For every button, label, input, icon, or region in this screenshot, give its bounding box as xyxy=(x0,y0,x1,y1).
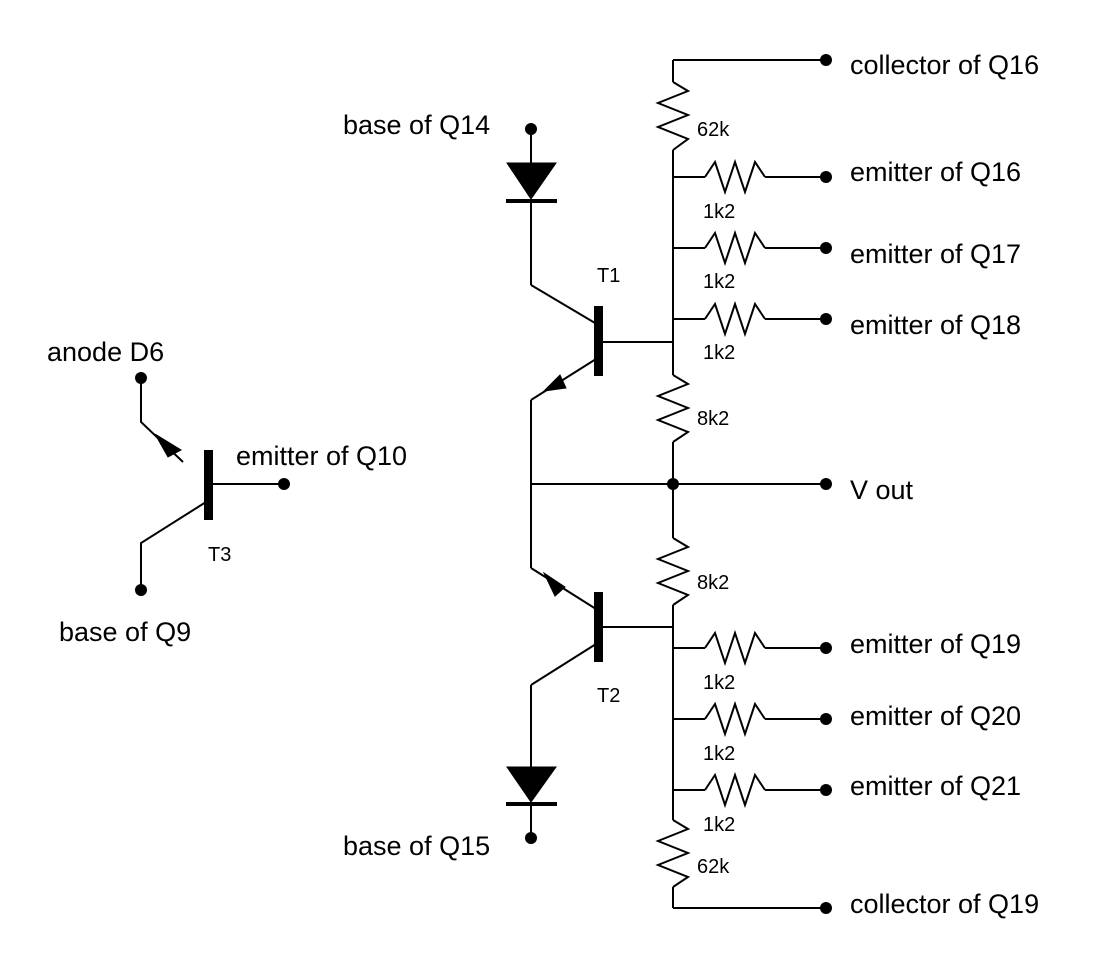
terminal-emitter-q16 xyxy=(820,171,832,183)
terminal-emitter-q18 xyxy=(820,313,832,325)
label-r-1k2-q20: 1k2 xyxy=(703,743,735,765)
label-emitter-q18: emitter of Q18 xyxy=(850,310,1021,340)
transistor-t2 xyxy=(530,567,673,686)
lower-diode-cathode-bar xyxy=(506,802,557,806)
label-emitter-q21: emitter of Q21 xyxy=(850,771,1021,801)
terminal-anode-d6 xyxy=(135,372,147,384)
label-base-q15: base of Q15 xyxy=(343,831,490,861)
upper-diode-cathode-bar xyxy=(506,199,557,203)
label-emitter-q20: emitter of Q20 xyxy=(850,701,1021,731)
label-t3: T3 xyxy=(208,544,231,566)
label-emitter-q16: emitter of Q16 xyxy=(850,157,1021,187)
t2-emitter-arrow xyxy=(542,571,566,597)
t2-collector-lead xyxy=(530,643,597,686)
terminal-base-q9 xyxy=(135,584,147,596)
resistor-1k2-q21 xyxy=(704,771,766,809)
label-r-1k2-q18: 1k2 xyxy=(703,342,735,364)
resistor-62k-bottom xyxy=(655,819,691,888)
t3-emitter-arrow xyxy=(154,433,183,458)
lower-diode xyxy=(506,685,557,844)
terminal-emitter-q10 xyxy=(278,478,290,490)
label-r-62k-bottom: 62k xyxy=(697,856,730,878)
terminal-emitter-q19 xyxy=(820,642,832,654)
label-r-1k2-q19: 1k2 xyxy=(703,672,735,694)
upper-diode-triangle xyxy=(506,162,557,200)
label-collector-q16: collector of Q16 xyxy=(850,50,1039,80)
transistor-t3 xyxy=(135,372,290,596)
label-r-8k2-lower: 8k2 xyxy=(697,572,729,594)
resistor-1k2-q17 xyxy=(704,229,766,267)
label-emitter-q19: emitter of Q19 xyxy=(850,629,1021,659)
t3-base-bar xyxy=(204,450,213,520)
lower-diode-triangle xyxy=(506,766,557,803)
t1-emitter-lead xyxy=(530,358,597,401)
t1-collector-lead xyxy=(530,284,596,324)
label-collector-q19: collector of Q19 xyxy=(850,889,1039,919)
terminal-emitter-q21 xyxy=(820,784,832,796)
label-base-q14: base of Q14 xyxy=(343,110,490,140)
t1-base-bar xyxy=(594,306,603,376)
resistor-8k2-upper xyxy=(655,374,691,443)
terminal-base-q14 xyxy=(525,123,537,135)
label-r-8k2-upper: 8k2 xyxy=(697,408,729,430)
terminal-emitter-q20 xyxy=(820,713,832,725)
upper-diode xyxy=(506,123,557,285)
resistor-1k2-q19 xyxy=(704,629,766,667)
label-r-1k2-q16: 1k2 xyxy=(703,201,735,223)
terminal-collector-q19 xyxy=(820,902,832,914)
label-v-out: V out xyxy=(850,475,914,505)
label-emitter-q17: emitter of Q17 xyxy=(850,239,1021,269)
resistor-1k2-q20 xyxy=(704,700,766,738)
label-emitter-q10: emitter of Q10 xyxy=(236,441,407,471)
t3-collector-lead xyxy=(140,501,207,590)
terminal-emitter-q17 xyxy=(820,242,832,254)
t2-base-bar xyxy=(594,592,603,662)
resistor-8k2-lower xyxy=(655,537,691,606)
label-r-1k2-q21: 1k2 xyxy=(703,814,735,836)
label-r-1k2-q17: 1k2 xyxy=(703,271,735,293)
terminal-base-q15 xyxy=(525,832,537,844)
t1-emitter-arrow xyxy=(542,374,567,392)
terminal-collector-q16 xyxy=(820,54,832,66)
label-r-62k-top: 62k xyxy=(697,119,730,141)
resistor-1k2-q16 xyxy=(704,158,766,196)
resistor-62k-top xyxy=(655,81,691,151)
terminal-v-out xyxy=(820,478,832,490)
resistor-1k2-q18 xyxy=(704,300,766,338)
label-t2: T2 xyxy=(597,685,620,707)
transistor-t1 xyxy=(530,284,673,401)
label-base-q9: base of Q9 xyxy=(59,617,191,647)
label-t1: T1 xyxy=(597,265,620,287)
label-anode-d6: anode D6 xyxy=(47,337,164,367)
